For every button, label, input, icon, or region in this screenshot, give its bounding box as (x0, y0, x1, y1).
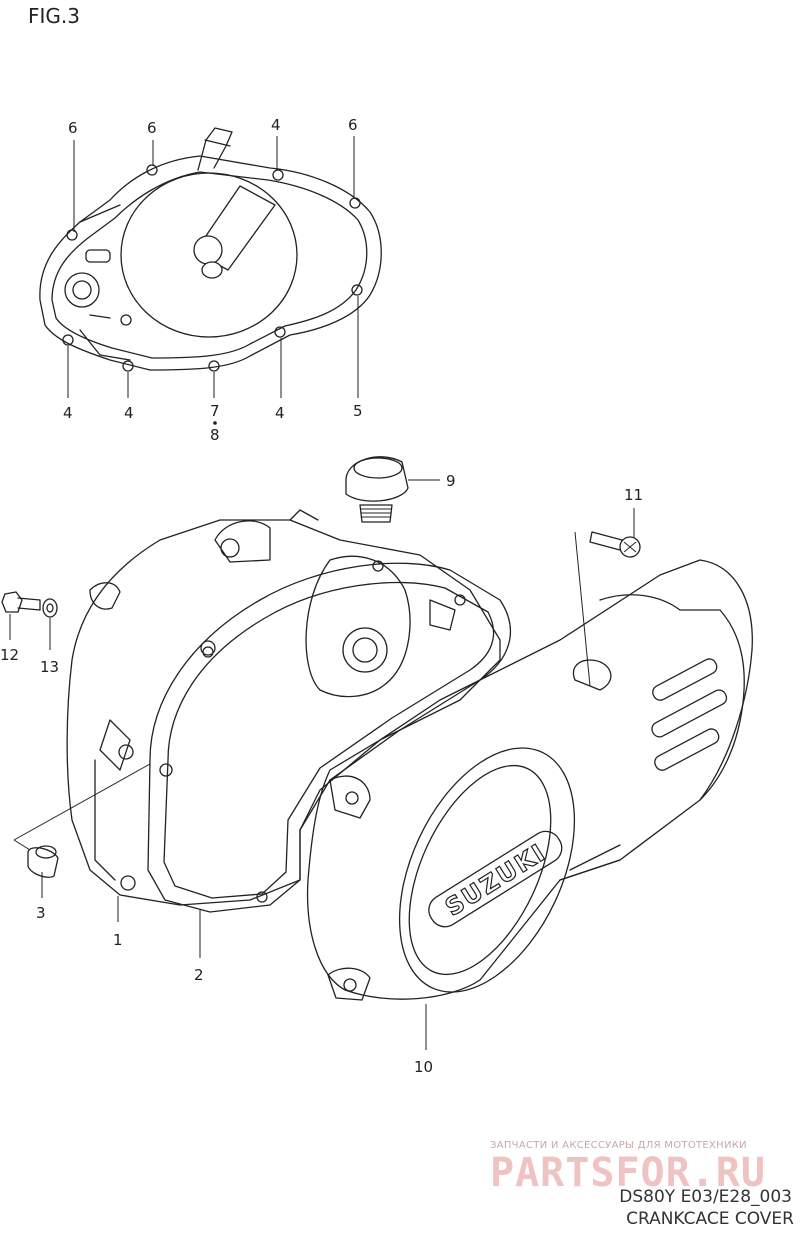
callout-3: 3 (36, 904, 46, 922)
callout-11: 11 (624, 486, 643, 504)
callout-4: 4 (124, 404, 134, 422)
callout-4: 4 (271, 116, 281, 134)
leader-lines-bottom (9, 479, 635, 1050)
callout-10: 10 (414, 1058, 433, 1076)
callout-9: 9 (446, 472, 456, 490)
watermark-subtitle: ЗАПЧАСТИ И АКСЕССУАРЫ ДЛЯ МОТОТЕХНИКИ (490, 1140, 747, 1151)
callout-4: 4 (63, 404, 73, 422)
callout-5: 5 (353, 402, 363, 420)
callout-4: 4 (275, 404, 285, 422)
callout-labels: 6 6 4 6 4 4 7 8 4 5 9 11 12 13 3 1 2 10 (0, 116, 643, 1076)
clutch-cover-drawing (39, 127, 382, 372)
callout-13: 13 (40, 658, 59, 676)
model-code: DS80Y E03/E28_003 (619, 1187, 792, 1207)
callout-8: 8 (210, 426, 220, 444)
watermark-brand: PARTSFOR.RU (490, 1150, 766, 1196)
callout-6: 6 (348, 116, 358, 134)
callout-7: 7 (210, 402, 220, 420)
cover-logo: SUZUKI (440, 838, 551, 922)
figure-title: FIG.3 (28, 4, 80, 28)
callout-12: 12 (0, 646, 19, 664)
diagram-caption: CRANKCACE COVER (626, 1209, 794, 1229)
callout-2: 2 (194, 966, 204, 984)
callout-6: 6 (68, 119, 78, 137)
callout-1: 1 (113, 931, 123, 949)
callout-separator-dot (213, 421, 217, 425)
callout-6: 6 (147, 119, 157, 137)
leader-lines-top (67, 136, 359, 398)
